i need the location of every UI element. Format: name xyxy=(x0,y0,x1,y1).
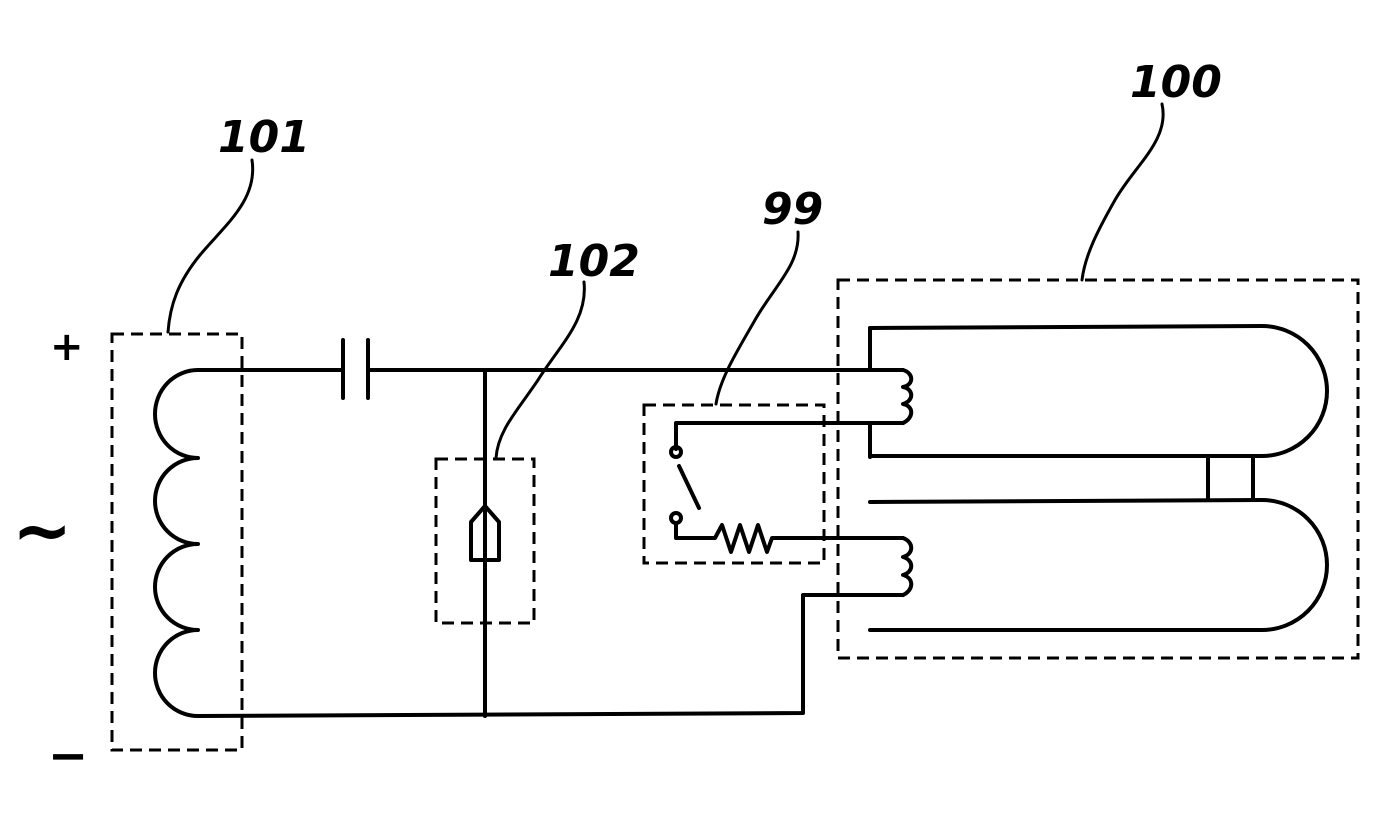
component-102-symbol xyxy=(469,504,501,562)
box-99-starter xyxy=(642,403,826,565)
leader-99 xyxy=(714,230,800,406)
plus-terminal-label: + xyxy=(50,324,84,370)
ac-source-symbol: ~ xyxy=(12,488,72,572)
ballast-coil xyxy=(153,368,200,718)
lower-filament-coil xyxy=(901,536,914,597)
minus-terminal-label: − xyxy=(48,728,88,784)
upper-filament-coil xyxy=(901,368,914,425)
starter-resistor xyxy=(674,521,905,554)
label-102: 102 xyxy=(548,236,640,287)
leader-102 xyxy=(494,280,586,460)
bottom-wire xyxy=(196,593,905,718)
label-101: 101 xyxy=(218,112,310,163)
lamp-tube-upper xyxy=(868,324,1329,458)
starter-contact-top xyxy=(669,445,683,459)
label-99: 99 xyxy=(762,184,823,235)
box-101-ballast xyxy=(110,332,244,752)
leader-100 xyxy=(1080,102,1165,282)
starter-switch-blade xyxy=(677,464,701,510)
box-100-lamp xyxy=(836,278,1360,660)
starter-wire-top xyxy=(674,421,905,451)
label-100: 100 xyxy=(1130,57,1222,108)
leader-101 xyxy=(166,158,255,334)
lamp-tube-lower xyxy=(868,498,1329,632)
